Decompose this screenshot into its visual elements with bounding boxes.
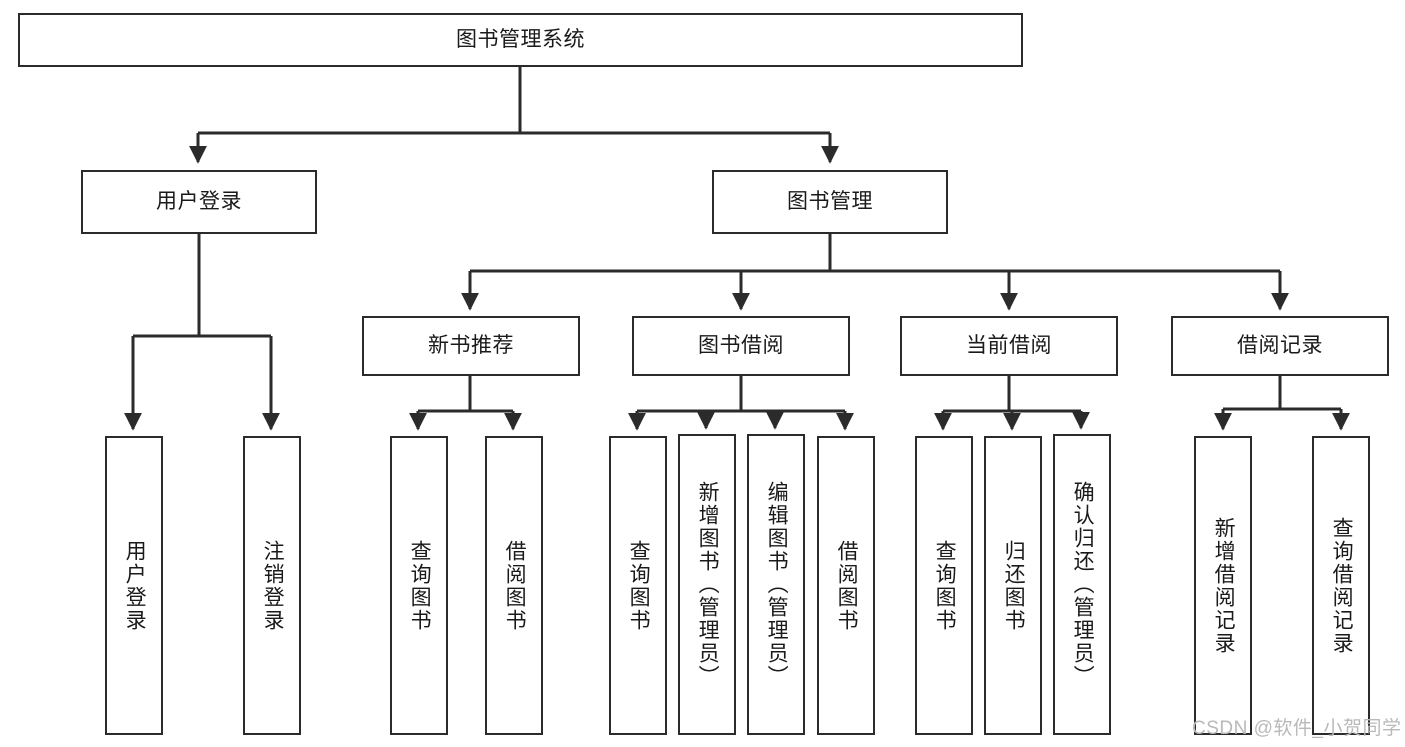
leaf-borrow-book-1[interactable]: 借阅图书	[485, 436, 543, 735]
leaf-query-book-2[interactable]: 查询图书	[609, 436, 667, 735]
node-label: 查询图书	[408, 539, 432, 632]
node-label: 借阅图书	[835, 539, 859, 632]
leaf-edit-book-admin[interactable]: 编辑图书（管理员）	[747, 434, 805, 735]
csdn-watermark: CSDN @软件_小贺同学	[1192, 718, 1402, 739]
node-user-login[interactable]: 用户登录	[81, 170, 317, 234]
node-book-management[interactable]: 图书管理	[712, 170, 948, 234]
node-current-borrow[interactable]: 当前借阅	[900, 316, 1118, 376]
leaf-confirm-return-admin[interactable]: 确认归还（管理员）	[1053, 434, 1111, 735]
leaf-query-borrow-record[interactable]: 查询借阅记录	[1312, 436, 1370, 735]
node-label: 查询图书	[933, 539, 957, 632]
node-label: 注销登录	[261, 539, 285, 632]
node-label: 用户登录	[123, 539, 147, 632]
leaf-query-book-3[interactable]: 查询图书	[915, 436, 973, 735]
node-label: 新增图书（管理员）	[696, 481, 720, 688]
leaf-borrow-book-2[interactable]: 借阅图书	[817, 436, 875, 735]
leaf-logout[interactable]: 注销登录	[243, 436, 301, 735]
node-borrow-record[interactable]: 借阅记录	[1171, 316, 1389, 376]
node-label: 新书推荐	[428, 334, 514, 358]
node-book-borrow[interactable]: 图书借阅	[632, 316, 850, 376]
node-label: 图书管理	[787, 190, 873, 214]
node-new-book-recommendation[interactable]: 新书推荐	[362, 316, 580, 376]
leaf-return-book[interactable]: 归还图书	[984, 436, 1042, 735]
node-label: 图书管理系统	[456, 28, 585, 52]
node-label: 归还图书	[1002, 539, 1026, 632]
leaf-add-book-admin[interactable]: 新增图书（管理员）	[678, 434, 736, 735]
node-label: 借阅记录	[1237, 334, 1323, 358]
leaf-add-borrow-record[interactable]: 新增借阅记录	[1194, 436, 1252, 735]
node-label: 用户登录	[156, 190, 242, 214]
node-label: 确认归还（管理员）	[1071, 481, 1095, 688]
node-label: 借阅图书	[503, 539, 527, 632]
leaf-query-book-1[interactable]: 查询图书	[390, 436, 448, 735]
node-label: 查询图书	[627, 539, 651, 632]
node-label: 新增借阅记录	[1212, 516, 1236, 655]
node-label: 编辑图书（管理员）	[765, 481, 789, 688]
node-label: 图书借阅	[698, 334, 784, 358]
node-root-book-management-system[interactable]: 图书管理系统	[18, 13, 1023, 67]
leaf-user-login[interactable]: 用户登录	[105, 436, 163, 735]
node-label: 当前借阅	[966, 334, 1052, 358]
node-label: 查询借阅记录	[1330, 516, 1354, 655]
